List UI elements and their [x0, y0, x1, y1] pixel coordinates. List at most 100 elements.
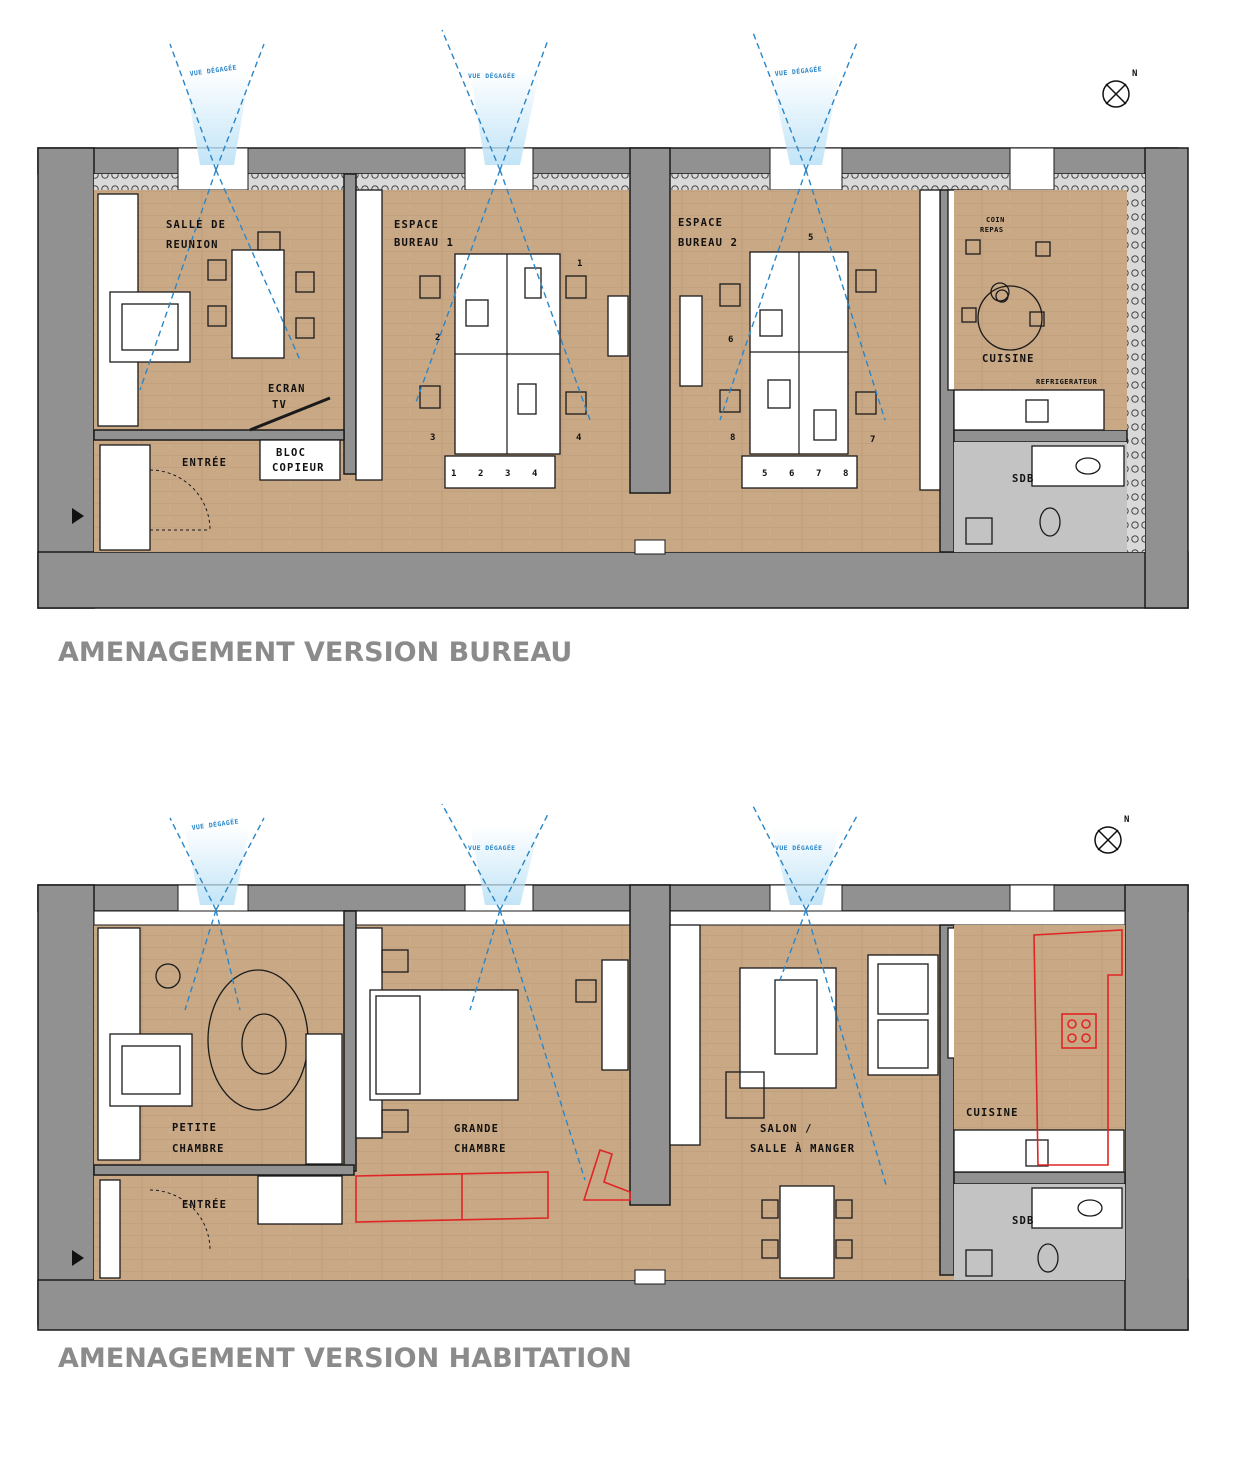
coffee-table [774, 979, 818, 1055]
storage-unit-1 [444, 455, 556, 489]
plan-title: AMENAGEMENT VERSION BUREAU [58, 637, 572, 668]
chair [207, 305, 227, 327]
west-wall [37, 884, 95, 1326]
room-label: SALLE À MANGER [750, 1142, 855, 1155]
chair [575, 979, 597, 1003]
plan-home-version [37, 803, 1189, 1331]
kitchen-counter [953, 389, 1105, 431]
room-label: CHAMBRE [172, 1143, 225, 1155]
desk-number: 7 [870, 435, 875, 445]
copier-block [259, 439, 341, 481]
chair [207, 259, 227, 281]
desk-number: 8 [730, 433, 735, 443]
partition-bath [953, 429, 1128, 443]
desk [601, 959, 629, 1071]
chair [855, 269, 877, 293]
room-label: COPIEUR [272, 462, 325, 474]
room-label: REUNION [166, 239, 219, 251]
partition-bath [953, 1171, 1126, 1185]
desk-number: 4 [576, 433, 582, 443]
chair [565, 275, 587, 299]
compass-label: N [1132, 69, 1137, 79]
north-compass-icon [1102, 80, 1130, 108]
desk-number: 3 [505, 469, 510, 479]
desk-number: 1 [451, 469, 456, 479]
south-wall [37, 551, 1189, 609]
room-label: SDB [1012, 473, 1035, 485]
new-kitchen-unit [1033, 929, 1123, 1166]
globe-icon [155, 963, 181, 989]
desk-number: 6 [789, 469, 794, 479]
room-label: ESPACE [394, 219, 439, 231]
desk-number: 7 [816, 469, 821, 479]
chair [1035, 241, 1051, 257]
desk-number: 1 [577, 259, 582, 269]
chair [419, 385, 441, 409]
desk-number: 5 [762, 469, 767, 479]
south-vent [634, 1269, 666, 1285]
room-label: CHAMBRE [454, 1143, 507, 1155]
entrance-arrow-icon [72, 508, 84, 524]
bathroom-sink [1031, 1187, 1123, 1229]
window-4 [1009, 147, 1055, 191]
view-rays-2 [169, 803, 887, 1186]
living-cabinet [669, 924, 701, 1146]
north-compass-icon [1094, 826, 1122, 854]
room-label: ENTRÉE [182, 456, 227, 469]
new-partition-door [582, 1148, 631, 1201]
kitchen-sink [1025, 399, 1049, 423]
room-label: REFRIGERATEUR [1036, 378, 1098, 386]
room-label: SALLE DE [166, 219, 226, 231]
room-label: CUISINE [966, 1107, 1019, 1119]
chair [565, 391, 587, 415]
plan-title: AMENAGEMENT VERSION HABITATION [58, 1343, 632, 1374]
partition-entrance [93, 1164, 355, 1176]
central-wall [629, 884, 671, 1206]
chair [1029, 311, 1045, 327]
west-wall [37, 147, 95, 609]
washing-machine [965, 517, 993, 545]
room-label: SALON / [760, 1123, 813, 1135]
desk-number: 8 [843, 469, 848, 479]
view-label: VUE DÉGAGÉE [775, 843, 822, 852]
south-vent [634, 539, 666, 555]
room-label: BUREAU 2 [678, 237, 738, 249]
partition-entrance [93, 429, 345, 441]
east-wall [1144, 147, 1189, 609]
partition-small-bedroom [343, 910, 357, 1172]
office1-cabinet [355, 189, 383, 481]
view-label: VUE DÉGAGÉE [468, 843, 515, 852]
room-label: TV [272, 399, 287, 411]
single-bed [305, 1033, 343, 1165]
insulation-strip [94, 174, 1145, 190]
view-label: VUE DÉGAGÉE [468, 71, 515, 80]
chair [257, 231, 281, 251]
entrance-closet [99, 444, 151, 551]
room-label: BUREAU 1 [394, 237, 454, 249]
view-rays-1 [139, 29, 886, 421]
room-label: SDB [1012, 1215, 1035, 1227]
room-label: PETITE [172, 1122, 217, 1134]
desk-number: 2 [435, 333, 440, 343]
chair [295, 271, 315, 293]
chair [419, 275, 441, 299]
plant-shelf-2 [679, 295, 703, 387]
room-label: CUISINE [982, 353, 1035, 365]
double-bed [369, 989, 519, 1101]
central-wall [629, 147, 671, 494]
room-label: ECRAN [268, 383, 306, 395]
entrance-arrow-icon [72, 1250, 84, 1266]
office2-cabinet [919, 189, 941, 491]
chair [961, 307, 977, 323]
dining-table-round [977, 285, 1043, 351]
chair [965, 239, 981, 255]
room-label: REPAS [980, 226, 1004, 234]
entrance-shoe-rack [257, 1175, 343, 1225]
meeting-table [231, 249, 285, 359]
insulation-strip-east [1127, 190, 1145, 552]
south-wall [37, 1279, 1189, 1331]
entrance-closet [99, 1179, 121, 1279]
armchair [725, 1071, 765, 1119]
tv-screen [249, 396, 331, 432]
